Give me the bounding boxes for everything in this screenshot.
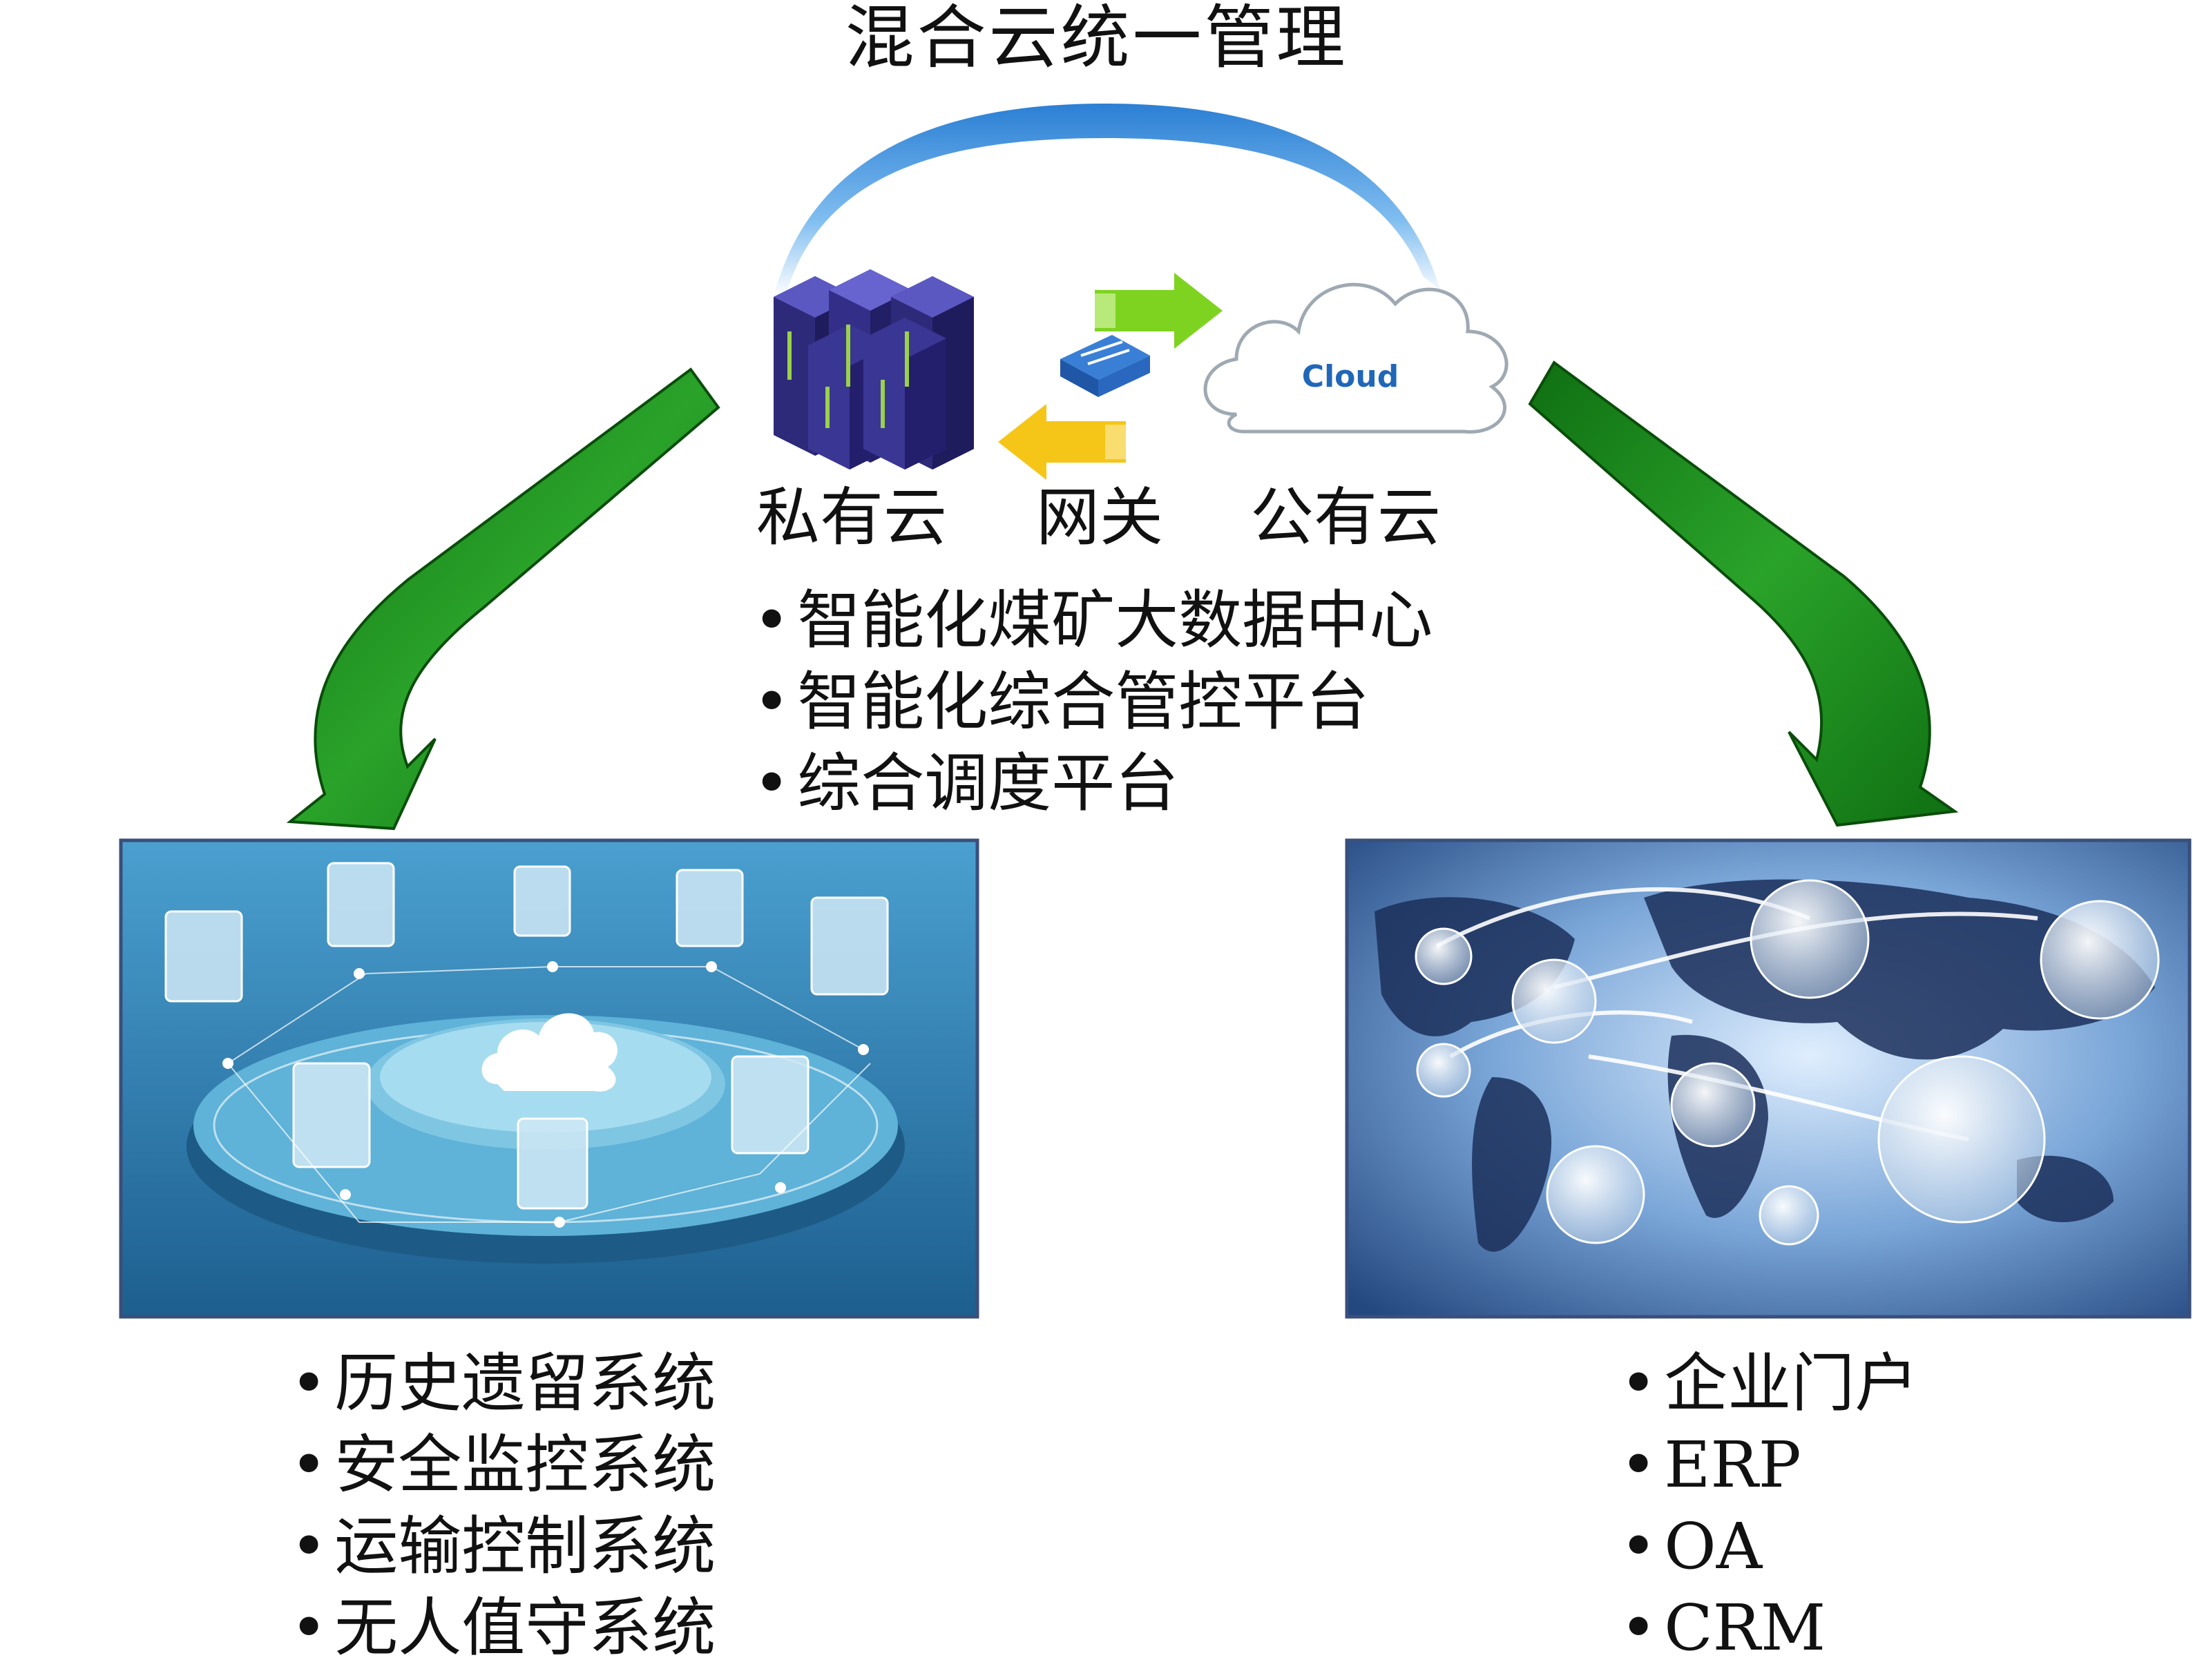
center-feature-list: 智能化煤矿大数据中心 智能化综合管控平台 综合调度平台 [753,580,1433,824]
right-system-list: 企业门户 ERP OA CRM [1620,1343,1918,1669]
management-arc [774,104,1440,297]
list-item: CRM [1620,1587,1918,1669]
list-item: 运输控制系统 [290,1506,716,1587]
network-switch-icon [1060,335,1150,397]
list-item: 综合调度平台 [753,743,1433,824]
list-item: 无人值守系统 [290,1587,716,1669]
list-item: 安全监控系统 [290,1425,716,1506]
list-item: 企业门户 [1620,1343,1918,1425]
right-green-arrow [1528,360,1959,827]
private-cloud-label: 私有云 [756,481,948,554]
list-item: 历史遗留系统 [290,1343,716,1425]
list-item: OA [1620,1506,1918,1587]
left-system-list: 历史遗留系统 安全监控系统 运输控制系统 无人值守系统 [290,1343,716,1669]
list-item: ERP [1620,1425,1918,1506]
arrow-left-icon [998,404,1126,480]
gateway-label: 网关 [1036,481,1164,554]
list-item: 智能化综合管控平台 [753,662,1433,743]
cloud-icon: Cloud [1203,282,1509,434]
list-item: 智能化煤矿大数据中心 [753,580,1433,662]
public-cloud-label: 公有云 [1250,481,1442,554]
arrow-right-icon [1095,273,1223,349]
enterprise-apps-image [1345,838,2192,1319]
diagram-title: 混合云统一管理 [845,0,1348,78]
legacy-systems-image [119,838,979,1319]
server-rack-icon [774,269,974,470]
cloud-icon-label: Cloud [1302,359,1399,394]
left-green-arrow [286,367,720,831]
